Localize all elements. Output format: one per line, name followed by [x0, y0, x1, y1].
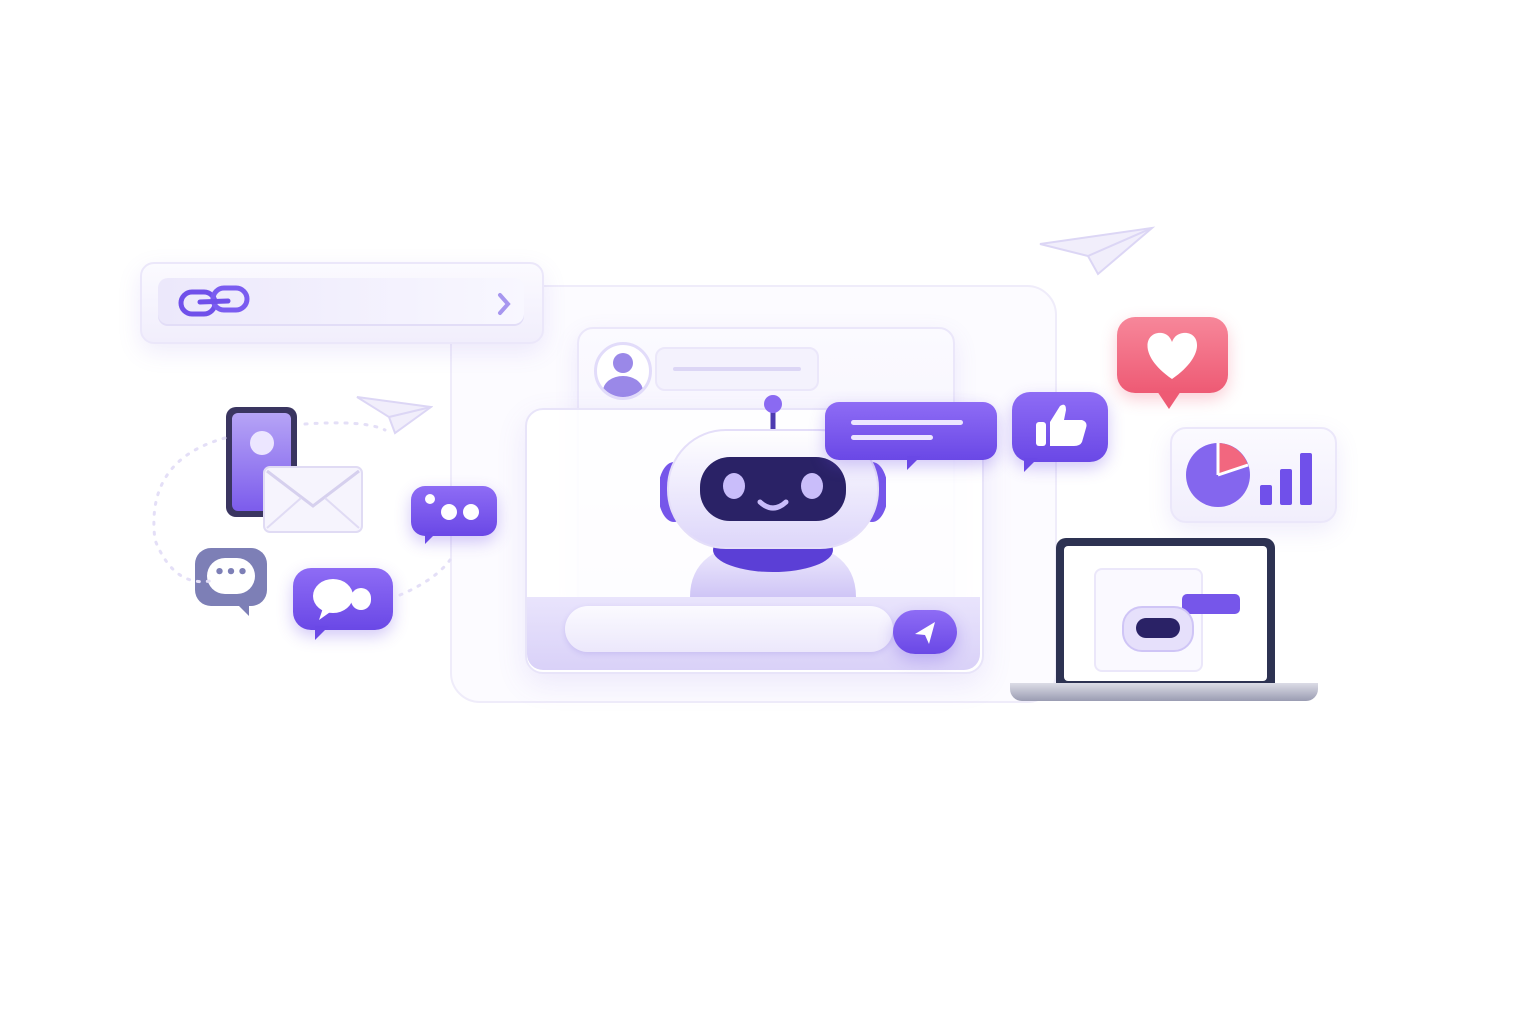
analytics-card: [1170, 427, 1337, 523]
username-bar: [655, 347, 819, 391]
chevron-right-icon[interactable]: [496, 292, 512, 316]
paper-plane-icon: [1039, 226, 1156, 276]
send-button[interactable]: [893, 610, 957, 654]
send-icon: [915, 622, 935, 644]
chat-bubble-icon: •••: [195, 548, 267, 616]
message-input[interactable]: [565, 606, 893, 652]
typing-dots-icon: [411, 486, 497, 544]
chat-bubble-icon: [825, 402, 997, 470]
user-avatar-icon: [594, 342, 652, 400]
heart-icon: [1117, 317, 1228, 409]
pie-chart-icon: [1186, 443, 1250, 507]
envelope-icon: [263, 466, 363, 533]
bar-chart-icon: [1260, 453, 1312, 505]
connector-dots: [152, 421, 452, 597]
thumbs-up-icon: [1012, 392, 1108, 472]
chat-bubble-icon: [293, 568, 393, 640]
paper-plane-icon: [356, 396, 433, 435]
laptop-base: [1010, 683, 1318, 701]
laptop-icon: [1056, 538, 1275, 685]
link-icon: [178, 285, 250, 317]
robot-icon: [660, 395, 886, 597]
smartphone-icon: [226, 407, 297, 517]
